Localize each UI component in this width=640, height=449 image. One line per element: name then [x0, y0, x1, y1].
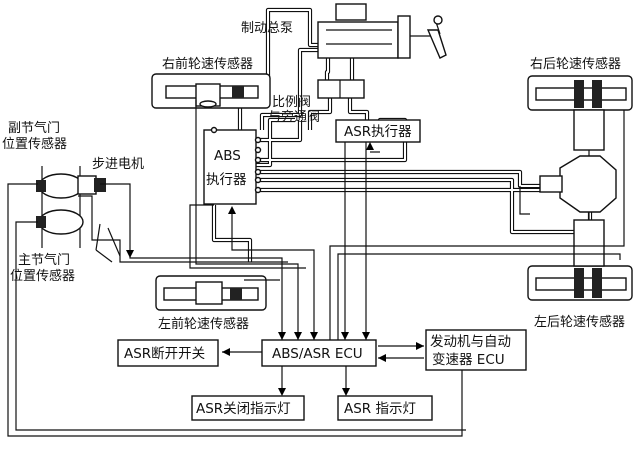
- front-right-wheel: [151, 73, 271, 109]
- abs-actuator: [203, 129, 257, 205]
- asr-off-switch: [117, 339, 219, 367]
- rear-right-wheel: [527, 75, 633, 111]
- abs-actuator-label-2: 执行器: [206, 172, 247, 188]
- rear-axle-differential: [539, 109, 617, 267]
- asr-off-indicator-lamp: [191, 395, 305, 421]
- front-left-sensor-label: 左前轮速传感器: [158, 316, 249, 332]
- asr-indicator-lamp: [337, 395, 433, 421]
- proportion-valve-label-2: 与旁通阀: [268, 109, 320, 125]
- engine-ecu-label-2: 变速器 ECU: [432, 352, 505, 368]
- signal-arrows: [126, 142, 424, 396]
- sub-throttle-label-1: 副节气门: [8, 120, 60, 136]
- proportion-bypass-valve: [317, 79, 365, 99]
- front-right-sensor-label: 右前轮速传感器: [162, 56, 253, 72]
- main-throttle-label-2: 位置传感器: [10, 268, 75, 284]
- asr-off-lamp-label: ASR关闭指示灯: [196, 401, 291, 417]
- proportion-valve-label-1: 比例阀: [272, 95, 311, 110]
- front-left-wheel: [155, 275, 267, 311]
- abs-ports: [210, 126, 262, 194]
- rear-right-sensor-label: 右后轮速传感器: [530, 56, 621, 72]
- abs-asr-ecu: [261, 339, 377, 367]
- sub-throttle-label-2: 位置传感器: [2, 136, 67, 152]
- asr-lamp-label: ASR 指示灯: [344, 401, 416, 417]
- rear-left-wheel: [527, 265, 633, 301]
- main-throttle-label-1: 主节气门: [18, 252, 70, 268]
- asr-off-switch-label: ASR断开开关: [124, 346, 205, 362]
- master-cylinder: [317, 3, 447, 59]
- master-cylinder-label: 制动总泵: [241, 21, 293, 36]
- throttle-assembly: [36, 166, 121, 263]
- engine-transmission-ecu: [425, 329, 527, 371]
- asr-actuator-label: ASR执行器: [344, 124, 412, 140]
- signal-wiring: [7, 100, 625, 437]
- abs-asr-ecu-label: ABS/ASR ECU: [272, 346, 363, 362]
- asr-actuator: [335, 119, 421, 143]
- rear-left-sensor-label: 左后轮速传感器: [534, 314, 625, 330]
- engine-ecu-label-1: 发动机与自动: [430, 334, 511, 350]
- abs-actuator-label-1: ABS: [214, 148, 241, 164]
- stepper-motor-label: 步进电机: [92, 157, 144, 172]
